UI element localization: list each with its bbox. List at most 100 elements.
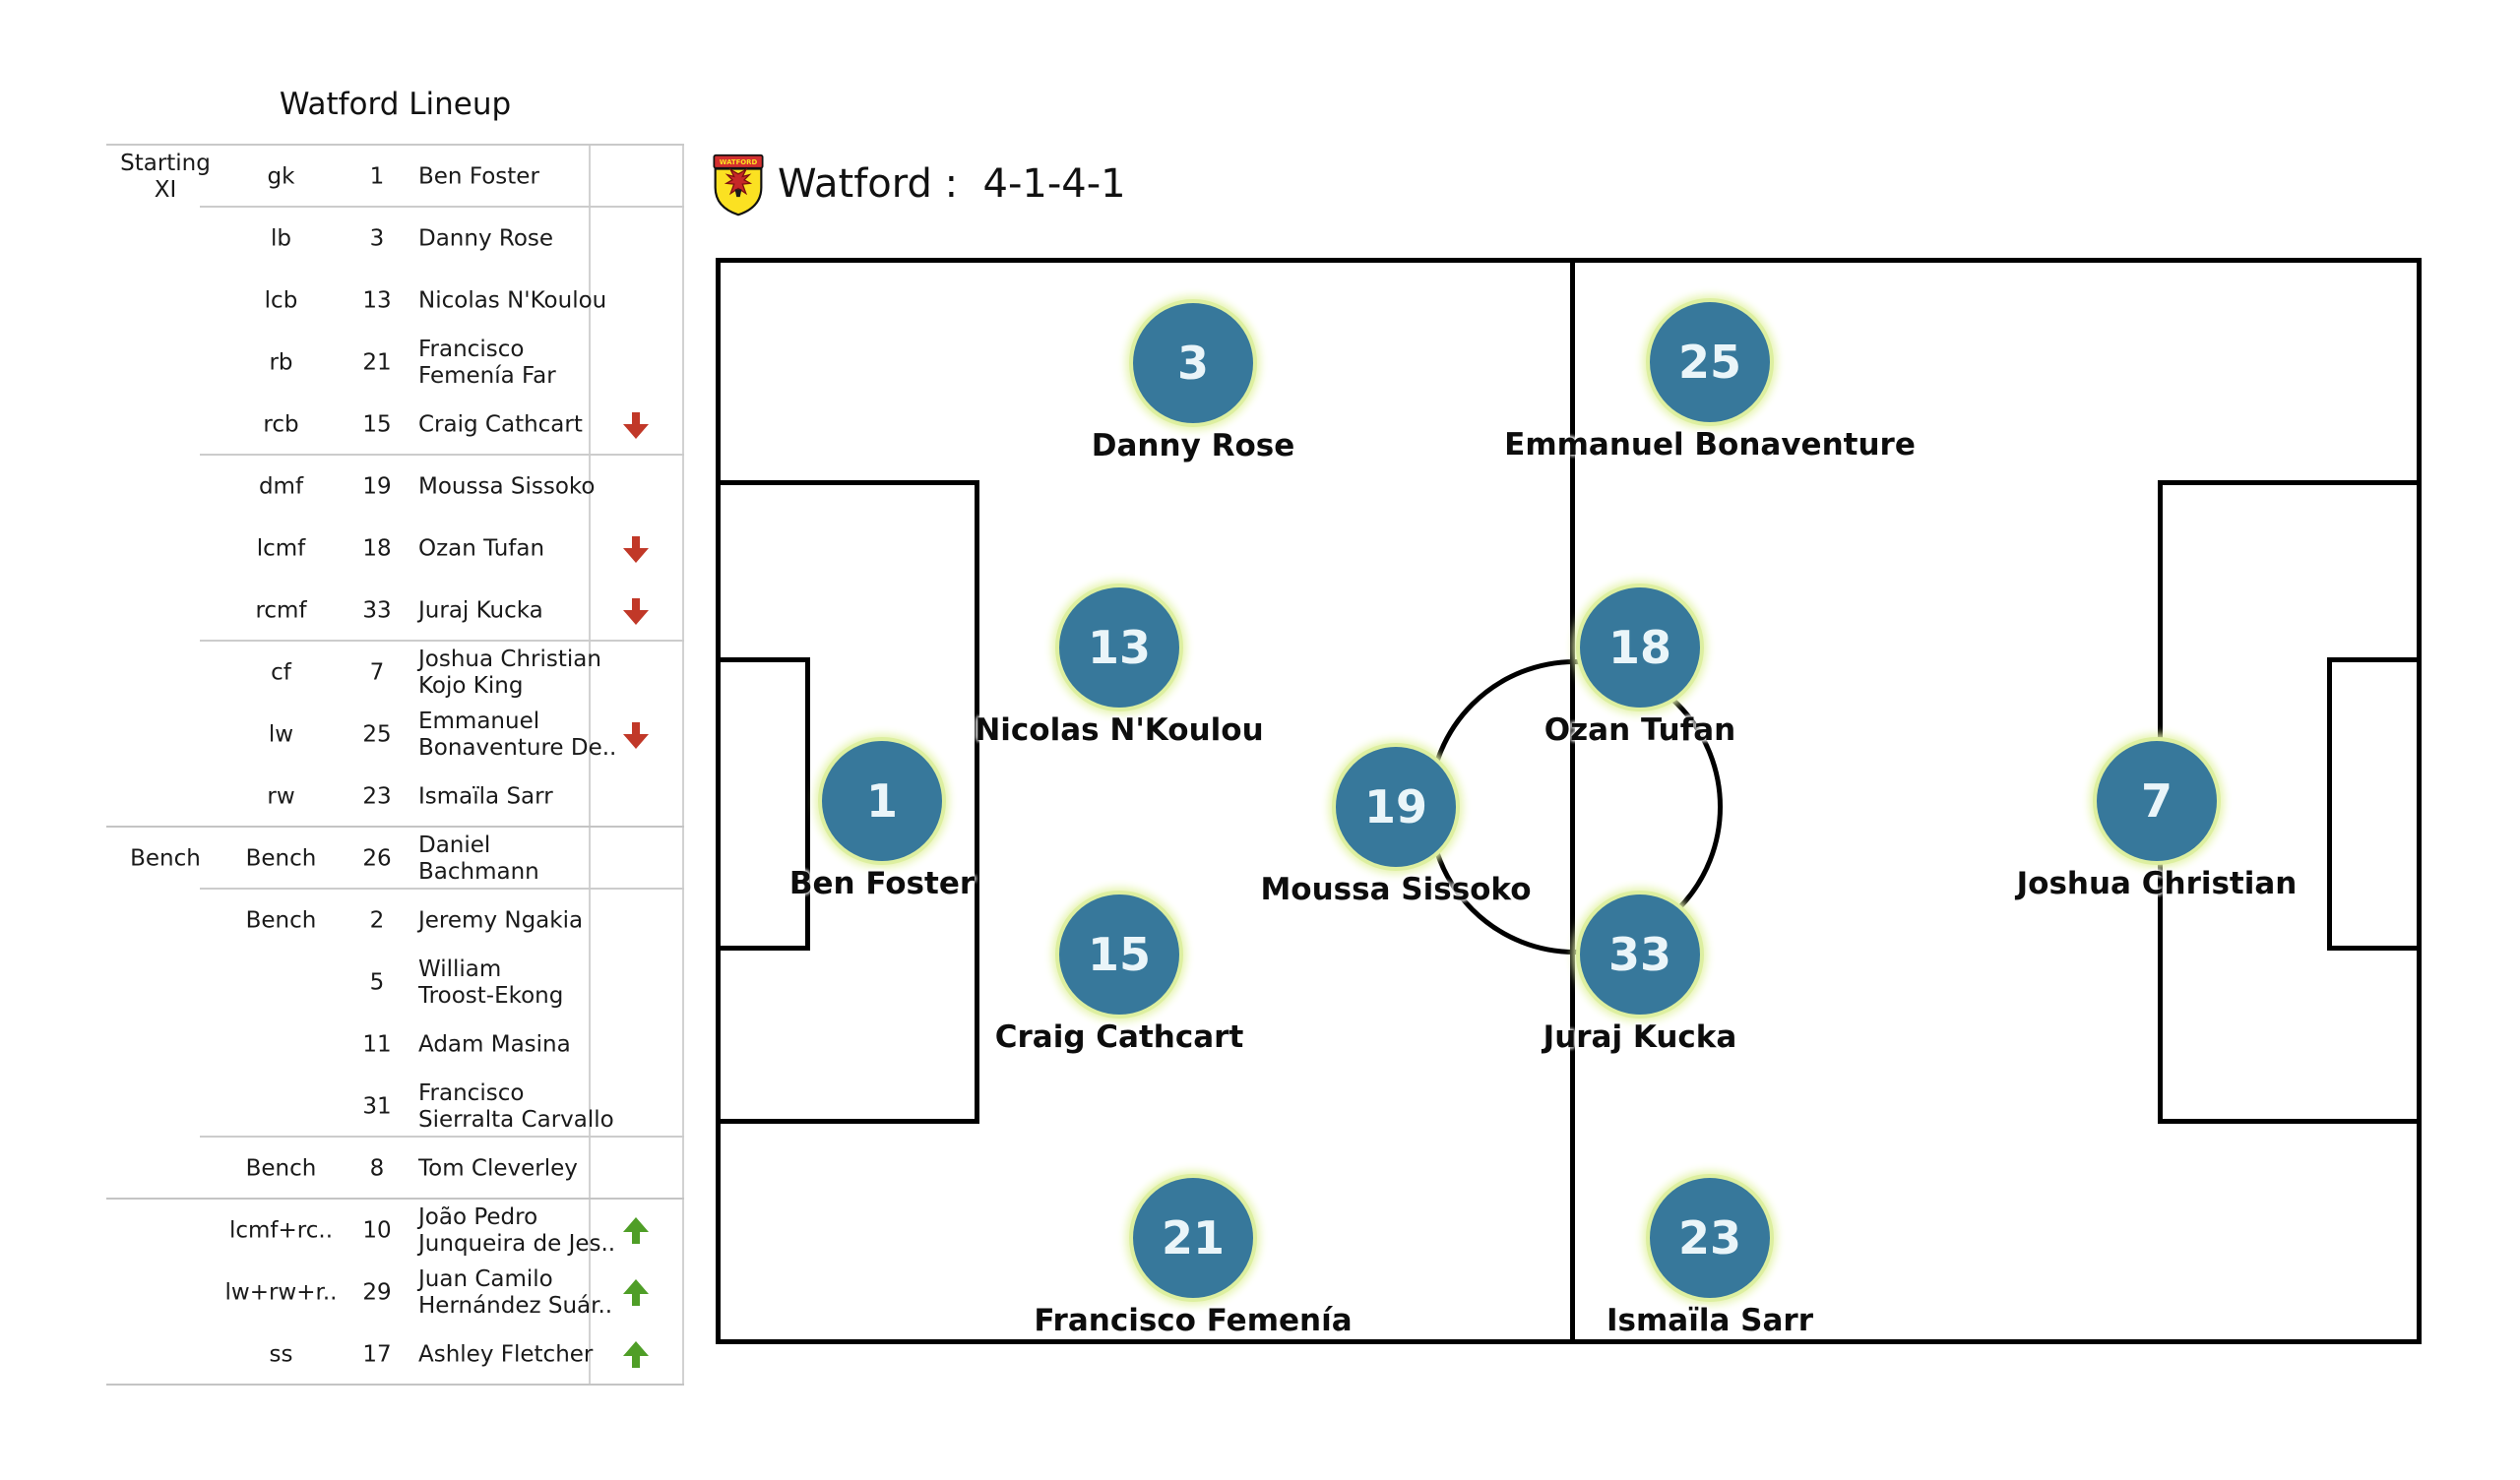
row-position: rw	[267, 783, 295, 809]
row-number: 25	[362, 721, 392, 747]
row-number: 33	[362, 597, 392, 623]
row-player-name: Francisco Sierralta Carvallo	[418, 1079, 614, 1133]
lineup-row: 11 Adam Masina	[106, 1014, 684, 1076]
player-name: Ismaïla Sarr	[1606, 1303, 1813, 1338]
lineup-row: Starting XI gk 1 Ben Foster	[106, 146, 684, 208]
row-position: rcmf	[255, 597, 307, 623]
lineup-row: rcmf 33 Juraj Kucka	[106, 580, 684, 642]
table-column-divider	[589, 146, 591, 1386]
row-divider	[106, 826, 684, 828]
row-player-name: Ashley Fletcher	[418, 1341, 594, 1367]
lineup-row: rcb 15 Craig Cathcart	[106, 394, 684, 456]
sub-in-icon	[622, 1278, 649, 1308]
lineup-row: 31 Francisco Sierralta Carvallo	[106, 1076, 684, 1138]
player-number: 18	[1576, 584, 1704, 711]
row-player-name: Juraj Kucka	[418, 597, 543, 623]
row-position: lcb	[264, 287, 298, 313]
player-name: Juraj Kucka	[1543, 1019, 1737, 1055]
row-player-name: João Pedro Junqueira de Jes..	[418, 1203, 616, 1257]
lineup-row: lb 3 Danny Rose	[106, 208, 684, 270]
player-name: Craig Cathcart	[994, 1019, 1244, 1055]
sub-out-icon	[622, 720, 649, 750]
lineup-row: Bench 2 Jeremy Ngakia	[106, 890, 684, 952]
row-number: 18	[362, 535, 392, 561]
row-number: 17	[362, 1341, 392, 1367]
player-number: 7	[2093, 737, 2221, 865]
lineup-row: rb 21 Francisco Femenía Far	[106, 332, 684, 394]
lineup-row: rw 23 Ismaïla Sarr	[106, 766, 684, 828]
lineup-row: lcmf+rc.. 10 João Pedro Junqueira de Jes…	[106, 1200, 684, 1262]
player-name: Ben Foster	[788, 866, 976, 901]
row-divider	[200, 1136, 684, 1138]
row-number: 2	[369, 907, 385, 933]
row-status-cell	[589, 596, 682, 626]
row-position: dmf	[258, 473, 304, 499]
player-number: 15	[1055, 891, 1183, 1018]
row-number: 11	[362, 1031, 392, 1057]
row-player-name: Ismaïla Sarr	[418, 783, 553, 809]
sub-out-icon	[622, 596, 649, 626]
watford-badge-icon: WATFORD	[713, 154, 764, 216]
row-divider	[106, 1198, 684, 1200]
row-player-name: William Troost-Ekong	[418, 956, 564, 1009]
row-player-name: Daniel Bachmann	[418, 832, 539, 885]
row-number: 19	[362, 473, 392, 499]
sub-out-icon	[622, 534, 649, 564]
lineup-row: dmf 19 Moussa Sissoko	[106, 456, 684, 518]
row-number: 29	[362, 1279, 392, 1305]
row-player-name: Ozan Tufan	[418, 535, 545, 561]
player-name: Ozan Tufan	[1544, 712, 1736, 748]
row-status-cell	[589, 720, 682, 750]
sub-out-icon	[622, 410, 649, 440]
player-name: Danny Rose	[1091, 428, 1295, 463]
player-name: Nicolas N'Koulou	[975, 712, 1264, 748]
row-player-name: Emmanuel Bonaventure De..	[418, 708, 617, 761]
lineup-row: lcmf 18 Ozan Tufan	[106, 518, 684, 580]
row-position: rb	[269, 349, 293, 375]
player-number: 1	[818, 737, 946, 865]
lineup-row: 5 William Troost-Ekong	[106, 952, 684, 1014]
svg-text:WATFORD: WATFORD	[720, 158, 758, 166]
player-name: Francisco Femenía	[1034, 1303, 1353, 1338]
lineup-row: ss 17 Ashley Fletcher	[106, 1324, 684, 1386]
row-position: Bench	[245, 1155, 317, 1181]
table-right-border	[682, 146, 684, 1386]
lineup-row: cf 7 Joshua Christian Kojo King	[106, 642, 684, 704]
row-player-name: Francisco Femenía Far	[418, 336, 556, 389]
row-number: 31	[362, 1093, 392, 1119]
lineup-row: lw+rw+r.. 29 Juan Camilo Hernández Suár.…	[106, 1262, 684, 1324]
row-player-name: Craig Cathcart	[418, 411, 583, 437]
row-number: 7	[369, 659, 385, 685]
row-position: rcb	[263, 411, 299, 437]
row-number: 1	[369, 163, 385, 189]
row-number: 15	[362, 411, 392, 437]
player-number: 25	[1646, 298, 1774, 426]
player-number: 21	[1129, 1174, 1257, 1302]
player-number: 3	[1129, 299, 1257, 427]
row-player-name: Jeremy Ngakia	[418, 907, 584, 933]
row-number: 8	[369, 1155, 385, 1181]
row-player-name: Juan Camilo Hernández Suár..	[418, 1265, 613, 1319]
lineup-row: lcb 13 Nicolas N'Koulou	[106, 270, 684, 332]
player-name: Joshua Christian	[2016, 866, 2298, 901]
player-number: 23	[1646, 1174, 1774, 1302]
player-number: 33	[1576, 891, 1704, 1018]
row-position: Bench	[245, 907, 317, 933]
goal-area-left	[721, 657, 810, 951]
row-number: 5	[369, 969, 385, 995]
sub-in-icon	[622, 1216, 649, 1246]
goal-area-right	[2327, 657, 2417, 951]
row-divider	[200, 206, 684, 208]
row-position: lcmf+rc..	[228, 1217, 334, 1243]
row-number: 26	[362, 845, 392, 871]
lineup-rows: Starting XI gk 1 Ben Foster lb 3 Danny R…	[106, 146, 684, 1386]
row-position: gk	[267, 163, 295, 189]
row-player-name: Moussa Sissoko	[418, 473, 596, 499]
row-number: 10	[362, 1217, 392, 1243]
row-player-name: Ben Foster	[418, 163, 539, 189]
row-position: Bench	[245, 845, 317, 871]
lineup-table: Starting XI gk 1 Ben Foster lb 3 Danny R…	[106, 144, 684, 1386]
row-divider	[106, 1384, 684, 1386]
row-number: 13	[362, 287, 392, 313]
